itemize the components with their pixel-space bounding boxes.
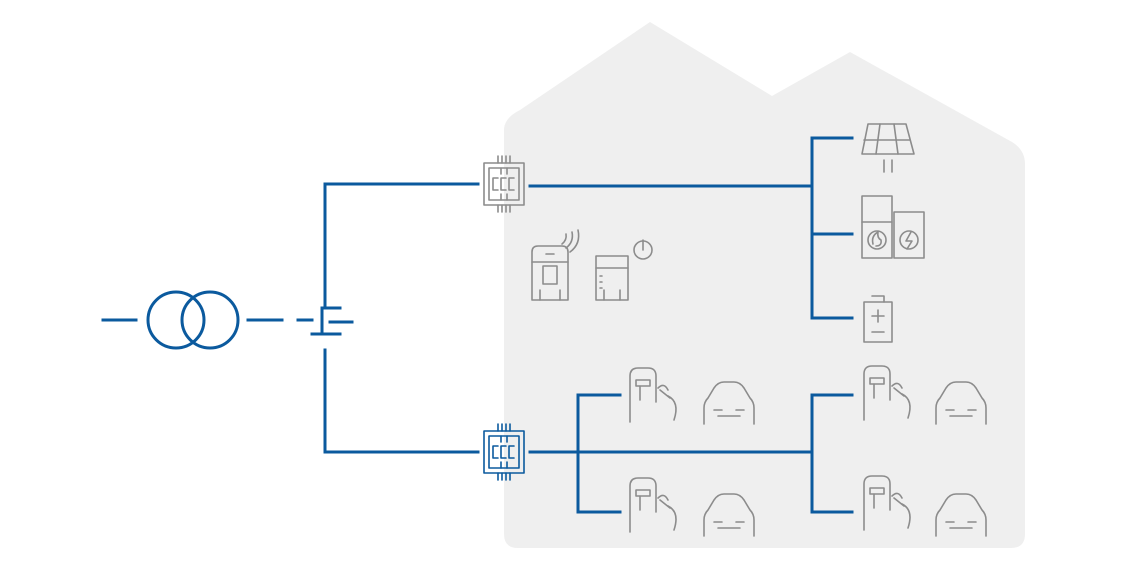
building-silhouette: [504, 22, 1025, 548]
solar-panel-icon: [861, 123, 915, 173]
transformer-icon: [146, 290, 240, 350]
energy-controller-power-icon: [595, 239, 653, 301]
circuit-breaker-icon: [310, 306, 354, 336]
gateway-wifi-icon: [531, 229, 580, 301]
heat-pump-icon: [861, 195, 925, 259]
battery-icon: [863, 295, 893, 343]
grid-connections: [101, 136, 854, 514]
